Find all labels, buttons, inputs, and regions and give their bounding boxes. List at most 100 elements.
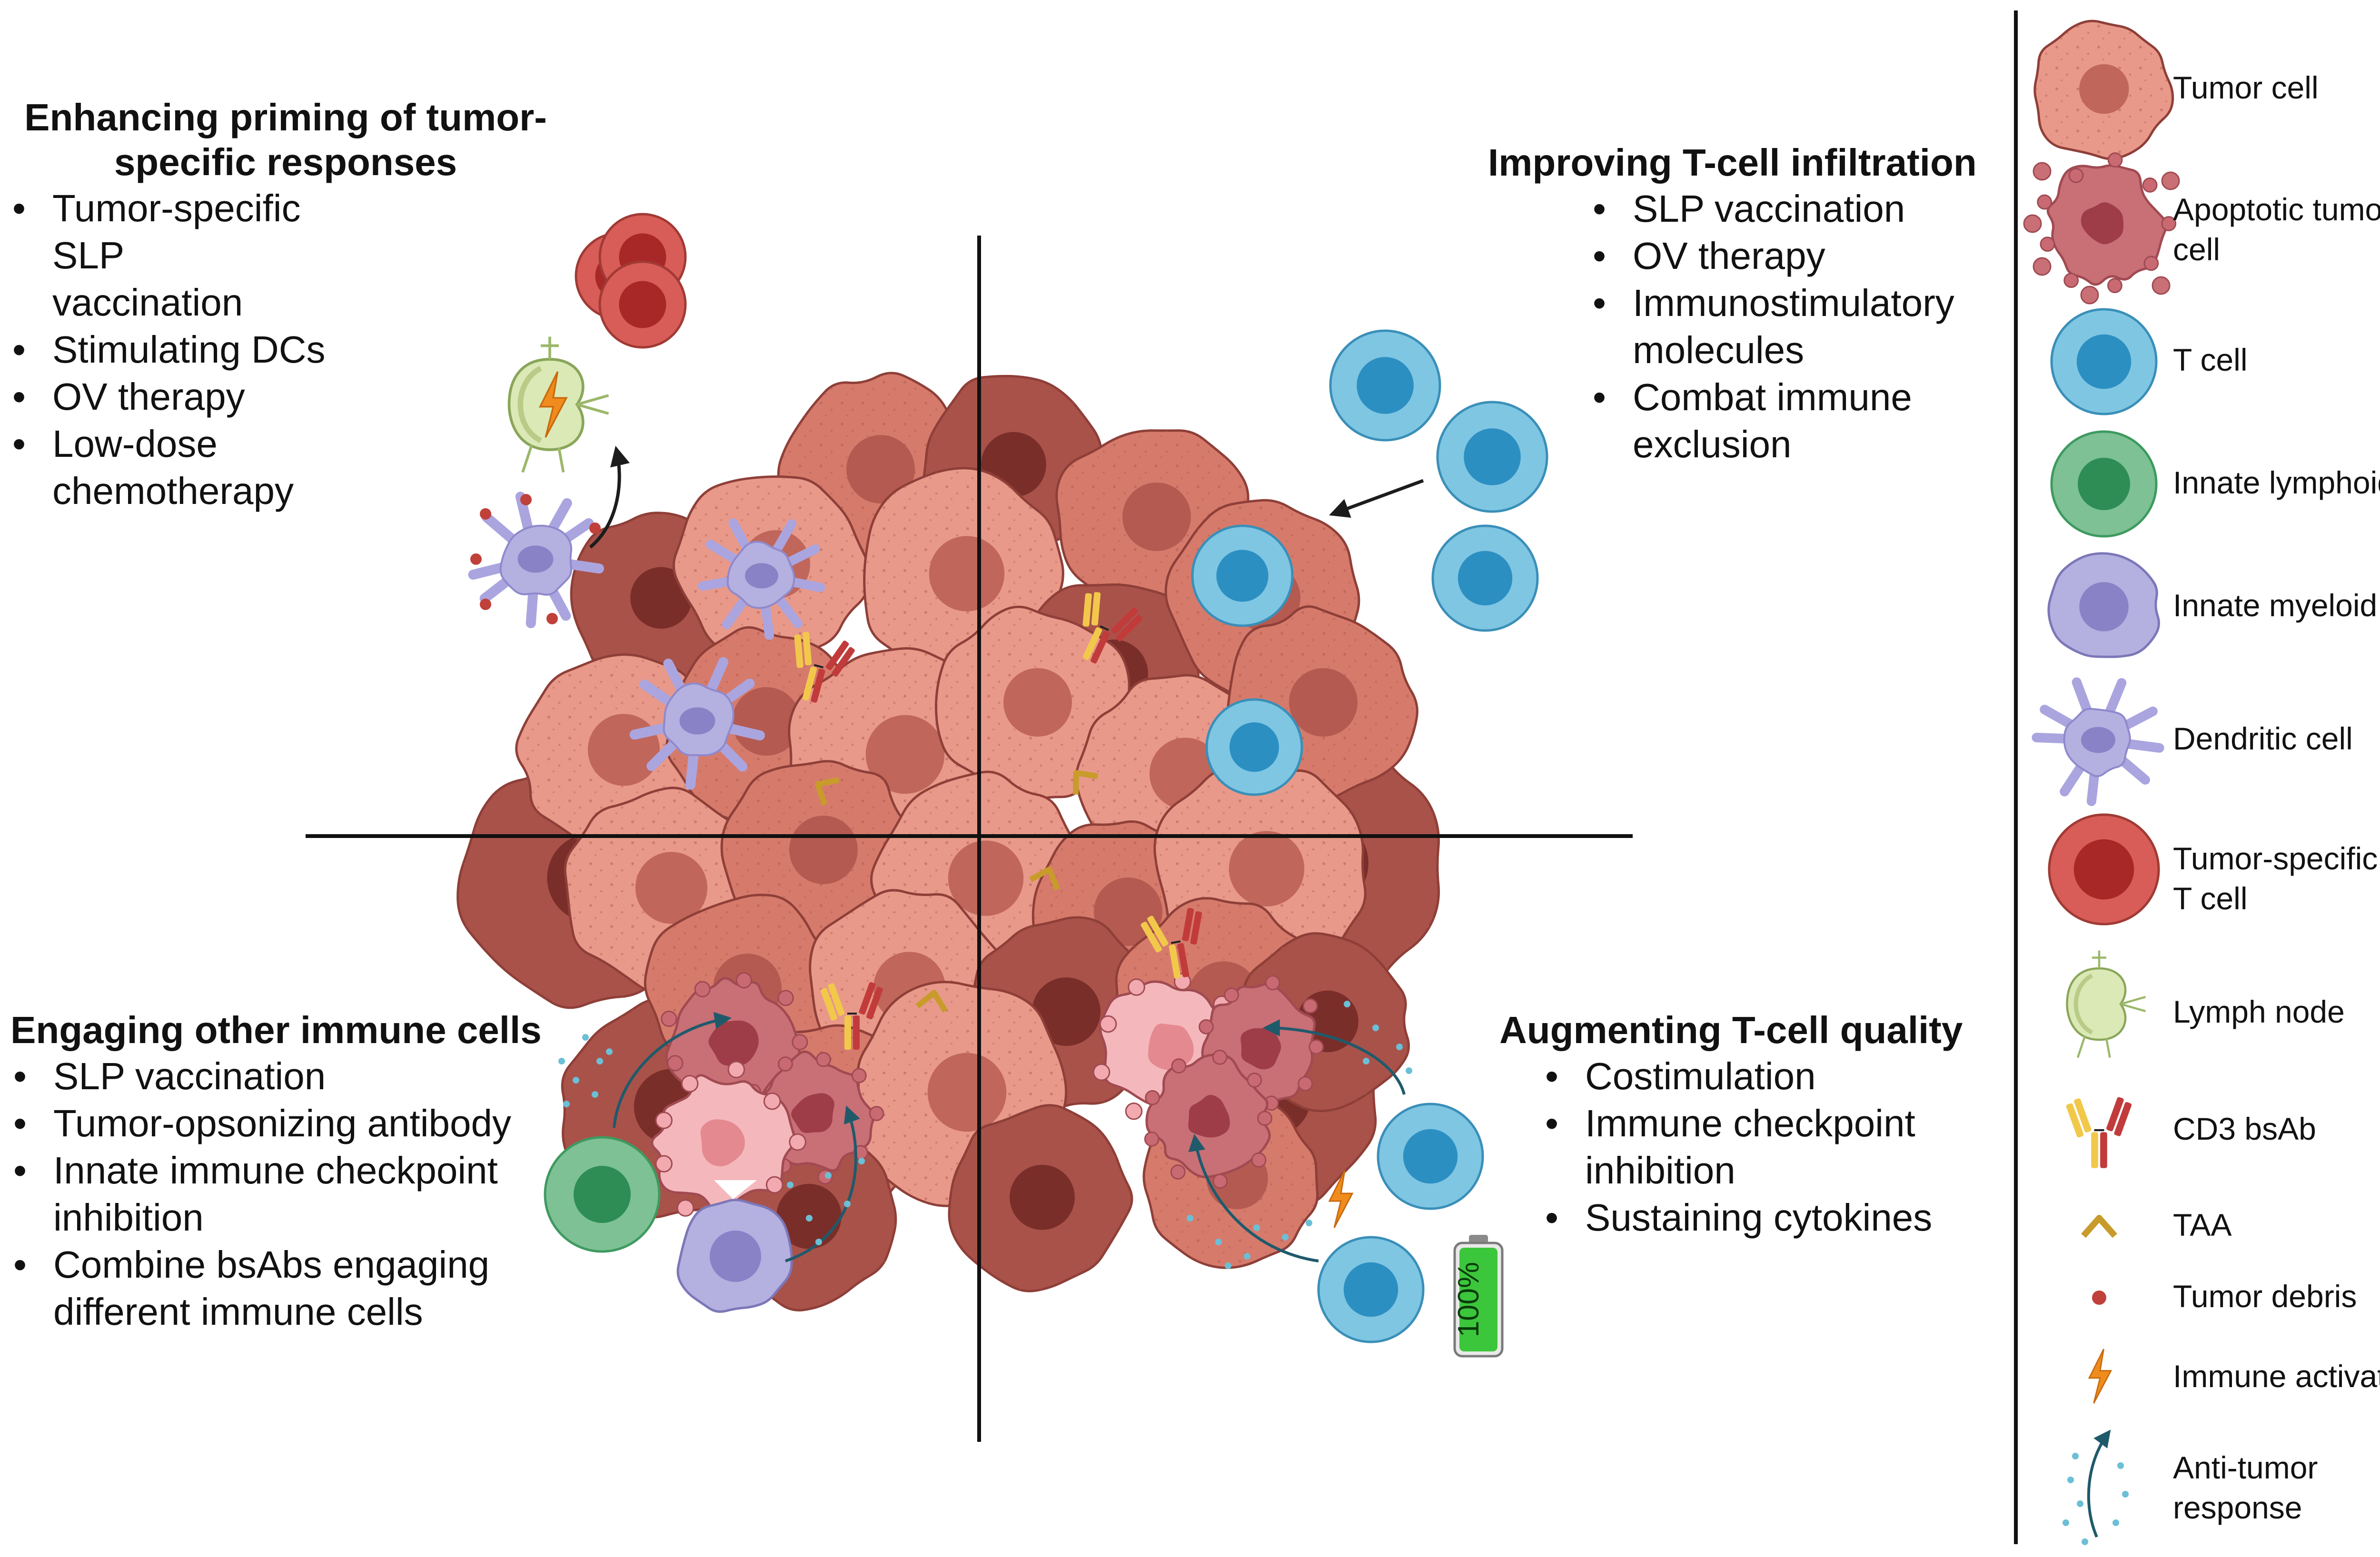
apoptotic-bleb bbox=[2107, 278, 2122, 294]
tumor-specific-t-cell bbox=[598, 260, 687, 349]
apoptotic-tumor-cell bbox=[1144, 1049, 1272, 1189]
t-cell bbox=[1205, 698, 1303, 796]
dendritic-cell bbox=[698, 518, 825, 640]
apoptotic-bleb bbox=[681, 1074, 699, 1093]
quadrant-top-left: Enhancing priming of tumor-specific resp… bbox=[10, 95, 562, 514]
legend-label-innate-lymphoid-cell: Innate lymphoid cell bbox=[2173, 465, 2380, 500]
list-item: SLP vaccination bbox=[1590, 185, 2026, 232]
tumor-cell-nucleus bbox=[732, 687, 801, 756]
list-item: Sustaining cytokines bbox=[1542, 1194, 1999, 1241]
apoptotic-bleb bbox=[1247, 1073, 1262, 1088]
taa-icon bbox=[814, 777, 840, 806]
list-item: Stimulating DCs bbox=[10, 326, 562, 373]
legend-label-lymph-node: Lymph node bbox=[2173, 994, 2345, 1029]
apoptotic-bleb bbox=[763, 1092, 781, 1110]
bsab-hinge bbox=[813, 664, 824, 669]
apoptotic-bleb bbox=[1171, 1058, 1187, 1074]
tumor-cell-nucleus bbox=[1010, 1164, 1075, 1230]
dendritic-nucleus bbox=[679, 707, 715, 735]
apoptotic-nucleus bbox=[791, 1093, 834, 1133]
myeloid-nucleus bbox=[710, 1231, 761, 1282]
bsab-hinge bbox=[1170, 940, 1181, 944]
apoptotic-bleb bbox=[1257, 1111, 1272, 1126]
ilc-nucleus bbox=[574, 1166, 631, 1223]
bsab-stem bbox=[811, 669, 825, 703]
apoptotic-bleb bbox=[1302, 998, 1318, 1014]
lymph-vessel bbox=[576, 394, 609, 415]
tumor-debris bbox=[520, 494, 532, 505]
legend-label-cd3-bsab: CD3 bsAb bbox=[2173, 1111, 2316, 1146]
bsab-stem bbox=[853, 1015, 860, 1050]
bsab-stem bbox=[1091, 631, 1110, 664]
t-cell-nucleus bbox=[1458, 551, 1513, 606]
apoptotic-tumor-cell bbox=[661, 972, 808, 1112]
lymph-vessel bbox=[2092, 950, 2106, 968]
apoptotic-bleb bbox=[2107, 152, 2123, 168]
bsab-arm bbox=[1147, 916, 1169, 947]
apoptotic-bleb bbox=[1251, 1152, 1267, 1168]
list-item: Immunostimulatory molecules bbox=[1590, 279, 1966, 374]
apoptotic-bleb bbox=[1144, 1131, 1160, 1147]
response-dot bbox=[582, 1034, 589, 1041]
apoptotic-bleb bbox=[765, 1176, 783, 1194]
quadrant-bottom-left: Engaging other immune cells SLP vaccinat… bbox=[10, 1008, 582, 1335]
lymph-vessel bbox=[2076, 1035, 2111, 1058]
list-item: OV therapy bbox=[10, 373, 562, 420]
lymph-vessel bbox=[521, 444, 565, 473]
bsab-arm bbox=[2106, 1097, 2124, 1132]
tumor-cell-nucleus bbox=[630, 567, 692, 629]
bsab-arm bbox=[802, 631, 812, 666]
quadrant-list: SLP vaccination OV therapy Immunostimula… bbox=[1590, 185, 2026, 468]
apoptotic-bleb bbox=[1128, 978, 1145, 996]
apoptotic-nucleus bbox=[700, 1119, 745, 1166]
apoptotic-bleb bbox=[661, 1010, 677, 1027]
response-dot bbox=[2067, 1477, 2074, 1483]
t-cell bbox=[1191, 524, 1294, 627]
response-dot bbox=[825, 1172, 832, 1179]
response-dot bbox=[1215, 1239, 1222, 1245]
apoptotic-bleb bbox=[1212, 1049, 1228, 1065]
tumor-cell-nucleus bbox=[635, 852, 708, 924]
apoptotic-bleb bbox=[655, 1112, 673, 1129]
innate-myeloid-cell bbox=[676, 1199, 793, 1313]
response-dot bbox=[806, 1215, 813, 1222]
quadrant-title: Enhancing priming of tumor-specific resp… bbox=[24, 96, 547, 183]
bsab-arm bbox=[866, 986, 883, 1020]
apoptotic-bleb bbox=[869, 1106, 884, 1121]
t-cell-nucleus bbox=[1230, 722, 1279, 772]
response-dot bbox=[1396, 1044, 1403, 1050]
response-dot bbox=[1344, 1001, 1350, 1007]
list-item: Innate immune checkpoint inhibition bbox=[10, 1147, 577, 1241]
cd3-bsab bbox=[1082, 592, 1143, 664]
bsab-hinge bbox=[1100, 625, 1109, 631]
apoptotic-fragment bbox=[2161, 171, 2180, 190]
battery-icon: 100% bbox=[1452, 1235, 1504, 1358]
immune-activation-icon bbox=[2088, 1349, 2112, 1404]
dendritic-cell bbox=[468, 492, 605, 629]
apoptotic-bleb bbox=[792, 1034, 808, 1051]
legend-label-tumor-specific-t-cell: Tumor-specific T cell bbox=[2173, 841, 2378, 916]
apoptotic-bleb bbox=[676, 1199, 694, 1217]
tumor-cell-nucleus bbox=[865, 715, 945, 794]
t-cell bbox=[1317, 1236, 1425, 1343]
taa-icon bbox=[2081, 1214, 2117, 1238]
myeloid-notch bbox=[714, 1180, 757, 1199]
quadrant-list: Costimulation Immune checkpoint inhibiti… bbox=[1542, 1053, 1999, 1241]
bsab-arm bbox=[859, 982, 876, 1015]
response-dot bbox=[1363, 1058, 1369, 1064]
response-dot bbox=[1282, 1234, 1289, 1241]
t-cell bbox=[1431, 524, 1539, 632]
apoptotic-bleb bbox=[1265, 975, 1280, 991]
ilc-nucleus bbox=[2078, 458, 2130, 510]
legend-label-immune-activation: Immune activation bbox=[2173, 1359, 2380, 1394]
response-arrow bbox=[1188, 1133, 1319, 1262]
bsab-arm bbox=[2114, 1102, 2132, 1136]
t-cell bbox=[1377, 1103, 1484, 1210]
response-dot bbox=[1244, 1253, 1250, 1260]
dendritic-cell bbox=[2032, 677, 2164, 806]
list-item: Combine bsAbs engaging different immune … bbox=[10, 1241, 558, 1335]
response-arrow bbox=[785, 1105, 860, 1262]
dendritic-nucleus bbox=[745, 563, 778, 589]
bsab-arm bbox=[1111, 607, 1138, 634]
response-dot bbox=[1225, 1262, 1231, 1269]
